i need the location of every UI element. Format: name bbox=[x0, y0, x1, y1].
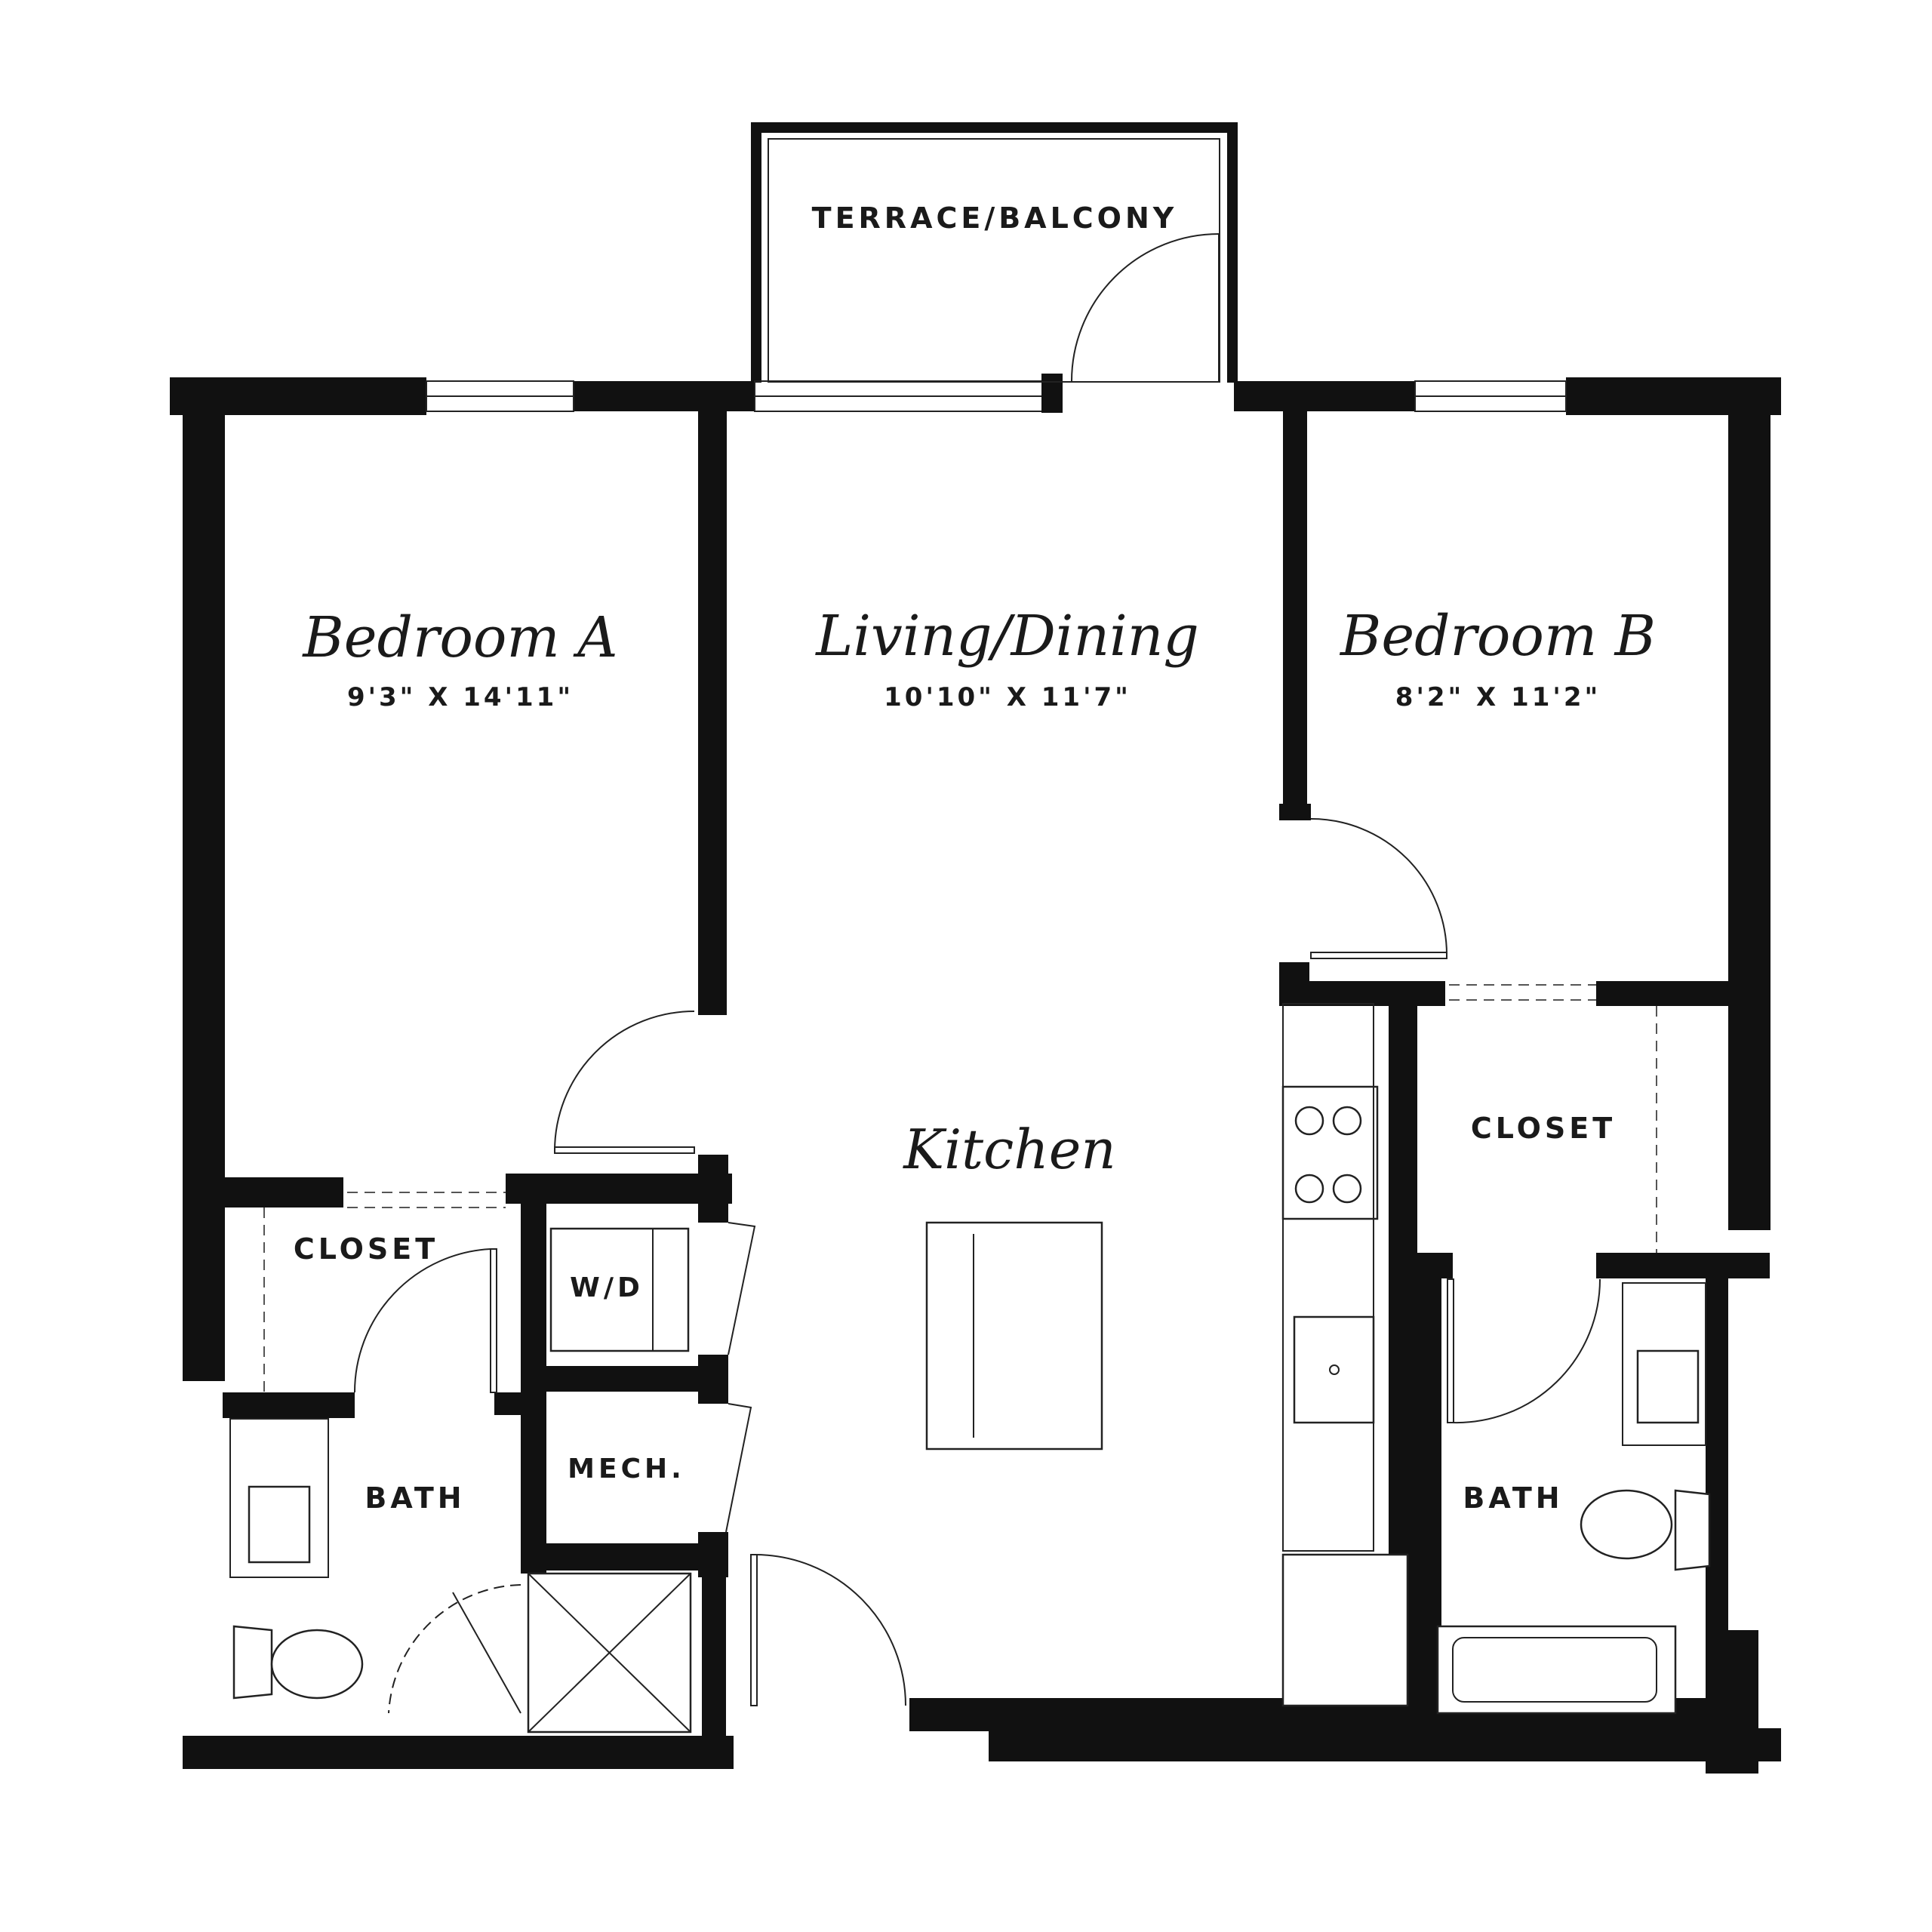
wall-closet-a-bottom bbox=[223, 1392, 355, 1418]
kitchen-sink bbox=[1293, 1315, 1375, 1424]
closet-a-label: CLOSET bbox=[294, 1232, 438, 1266]
door-swing-bath-a bbox=[388, 1584, 521, 1714]
wall-right bbox=[1728, 377, 1770, 1230]
door-swing-terrace bbox=[1071, 233, 1220, 382]
mech-label: MECH. bbox=[568, 1454, 685, 1484]
wall-top-mid-right bbox=[1234, 381, 1415, 411]
wall-bedroom-b-left bbox=[1283, 411, 1307, 819]
wall-bottom-right-2 bbox=[989, 1728, 1781, 1761]
terrace-wall-right bbox=[1227, 122, 1238, 383]
refrigerator bbox=[1281, 1553, 1409, 1707]
kitchen-counter bbox=[1282, 1003, 1374, 1552]
terrace-wall-left bbox=[751, 122, 761, 383]
bedroom-b-dimensions: 8'2" X 11'2" bbox=[1395, 682, 1601, 712]
wall-bottom-left bbox=[183, 1736, 734, 1769]
walls bbox=[170, 122, 1781, 1774]
vanity-bath-b bbox=[1622, 1282, 1706, 1446]
wall-bedroom-b-bottom-right bbox=[1596, 981, 1743, 1006]
sink-bath-b bbox=[1636, 1349, 1700, 1424]
vanity-bath-a bbox=[229, 1418, 329, 1578]
washer-dryer-label: W/D bbox=[570, 1272, 644, 1303]
kitchen-island bbox=[925, 1221, 1103, 1451]
bedroom-b-name: Bedroom B bbox=[1339, 604, 1656, 669]
door-swing-bath-b bbox=[1452, 1278, 1601, 1424]
kitchen-name: Kitchen bbox=[902, 1118, 1115, 1181]
wall-wd-right-mid bbox=[698, 1355, 728, 1404]
sink-bath-a bbox=[248, 1485, 311, 1564]
wall-bath-a-right bbox=[702, 1547, 726, 1766]
wall-bath-b-right bbox=[1706, 1253, 1728, 1690]
bath-a-label: BATH bbox=[365, 1481, 465, 1515]
door-swing-closet-a bbox=[353, 1248, 491, 1393]
door-swing-entry bbox=[754, 1554, 906, 1706]
windows bbox=[426, 374, 1567, 413]
wall-wd-top bbox=[521, 1174, 728, 1199]
door-swing-bedroom-a bbox=[554, 1011, 695, 1152]
wall-wd-right-top bbox=[698, 1155, 728, 1223]
wall-bedroom-a-bottom-left bbox=[223, 1177, 343, 1208]
washer-dryer bbox=[549, 1227, 690, 1352]
stove bbox=[1281, 1085, 1379, 1220]
wall-bedroom-a-right bbox=[698, 411, 727, 1015]
fixtures bbox=[229, 138, 1711, 1734]
living-dining-dimensions: 10'10" X 11'7" bbox=[884, 682, 1131, 712]
terrace-label: TERRACE/BALCONY bbox=[812, 202, 1178, 235]
labels: TERRACE/BALCONY Bedroom A 9'3" X 14'11" … bbox=[294, 202, 1656, 1515]
wall-left bbox=[183, 377, 225, 1381]
terrace-wall-top bbox=[751, 122, 1238, 133]
toilet-bath-b bbox=[1580, 1489, 1673, 1560]
toilet-bath-a bbox=[232, 1625, 273, 1700]
wall-closet-b-bottom-left bbox=[1404, 1253, 1453, 1278]
wall-closet-b-bottom-right bbox=[1596, 1253, 1770, 1278]
wall-bedroom-b-bottom bbox=[1294, 981, 1445, 1006]
bedroom-a-dimensions: 9'3" X 14'11" bbox=[347, 682, 574, 712]
door-swing-bedroom-b bbox=[1310, 818, 1447, 955]
window-post bbox=[1041, 374, 1063, 413]
wall-bedroom-b-left-cap bbox=[1279, 804, 1311, 820]
bathtub-bath-b bbox=[1436, 1625, 1677, 1715]
bath-b-label: BATH bbox=[1463, 1481, 1563, 1515]
wall-bath-a-left-stub bbox=[494, 1392, 525, 1415]
wall-mech-bottom bbox=[521, 1543, 728, 1571]
wall-top-mid-left bbox=[574, 381, 755, 411]
living-dining-name: Living/Dining bbox=[814, 604, 1199, 669]
doors bbox=[263, 233, 1657, 1714]
closet-b-label: CLOSET bbox=[1471, 1112, 1616, 1145]
bedroom-a-name: Bedroom A bbox=[301, 605, 617, 670]
wall-wd-bottom bbox=[521, 1366, 728, 1392]
